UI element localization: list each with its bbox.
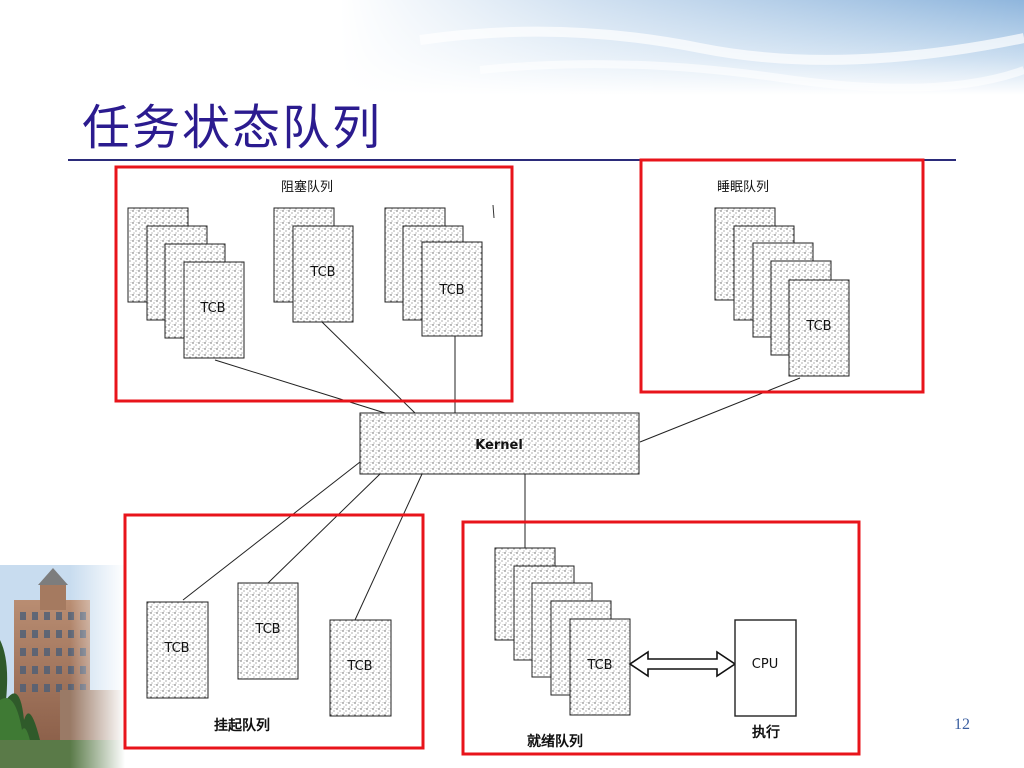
blocked-queue-label: 阻塞队列 [281, 179, 333, 195]
link-sleep [639, 377, 801, 443]
blocked-stack-1: TCB [127, 207, 245, 359]
tcb-label: TCB [199, 301, 225, 316]
suspended-tcb-1: TCB [146, 601, 209, 699]
ready-stack: TCB [494, 547, 631, 716]
tcb-cpu-arrow [628, 650, 737, 678]
blocked-queue-frame [114, 165, 514, 403]
suspended-queue-frame [123, 513, 425, 750]
link-suspended-1 [182, 461, 361, 601]
cloud-streak [479, 60, 1024, 92]
sleep-stack: TCB [714, 207, 850, 377]
kernel-box: Kernel [359, 412, 640, 475]
link-blocked-2 [321, 321, 416, 414]
cpu-box: CPU [734, 619, 797, 717]
kernel-label: Kernel [475, 438, 523, 453]
ready-queue-frame [461, 520, 861, 756]
link-blocked-1 [214, 359, 386, 414]
ready-queue-label: 就绪队列 [527, 733, 583, 750]
suspended-tcb-2: TCB [237, 582, 299, 680]
tcb-label: TCB [309, 265, 335, 280]
execute-label: 执行 [752, 724, 780, 741]
cloud-streak [419, 26, 1024, 65]
suspended-queue-label: 挂起队列 [214, 717, 270, 734]
page-number: 12 [954, 716, 970, 733]
sleep-queue-label: 睡眠队列 [717, 180, 769, 195]
tcb-label: TCB [586, 658, 612, 673]
slide-title: 任务状态队列 [82, 100, 383, 156]
title-underline [68, 159, 956, 161]
tcb-label: TCB [163, 641, 189, 656]
tcb-label: TCB [805, 319, 831, 334]
stray-mark [492, 204, 495, 219]
tcb-label: TCB [254, 622, 280, 637]
blocked-stack-2: TCB [273, 207, 354, 323]
sleep-queue-frame [639, 158, 925, 394]
link-suspended-2 [267, 473, 381, 584]
building-photo [0, 565, 125, 768]
tcb-label: TCB [346, 659, 372, 674]
link-suspended-3 [354, 473, 423, 621]
tcb-label: TCB [438, 283, 464, 298]
cpu-label: CPU [752, 657, 778, 672]
suspended-tcb-3: TCB [329, 619, 392, 717]
blocked-stack-3: TCB [384, 207, 483, 337]
